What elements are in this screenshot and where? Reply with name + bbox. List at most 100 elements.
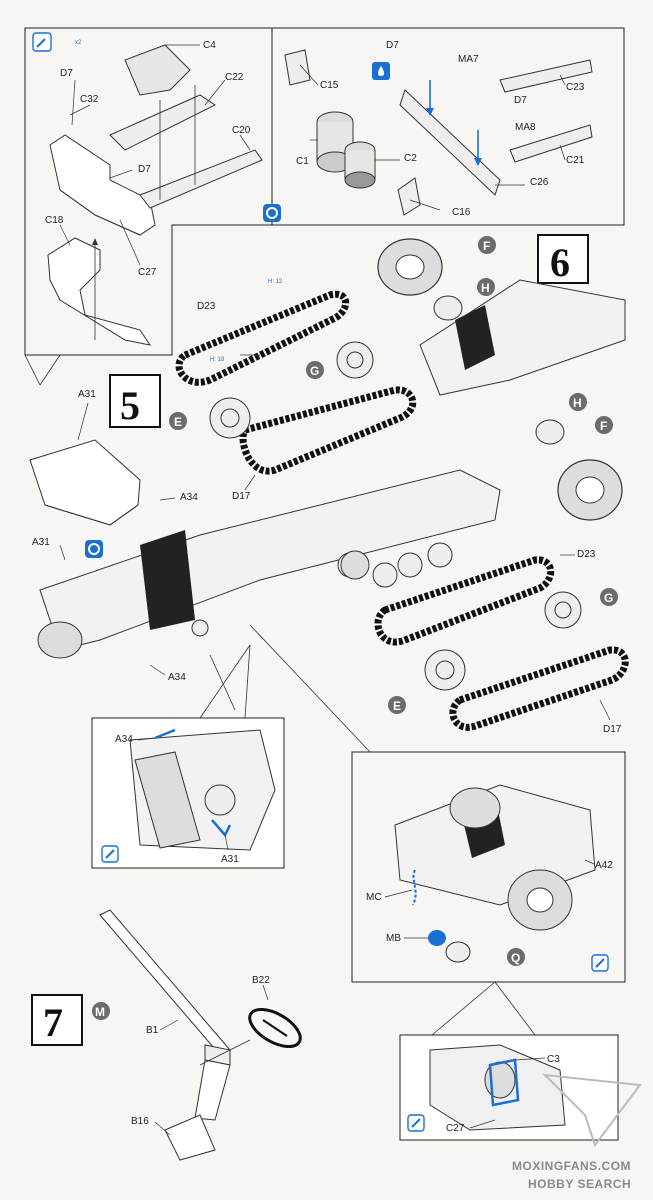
label-b16: B16 <box>131 1116 149 1127</box>
label-mb: MB <box>386 933 401 944</box>
step5-top-right-inset: C15 C1 C2 C16 D7 MA7 D7 MA8 C23 C21 C26 <box>263 27 625 226</box>
label-c27: C27 <box>138 267 157 278</box>
svg-text:E: E <box>174 415 182 429</box>
svg-text:6: 6 <box>550 240 570 285</box>
label-c20: C20 <box>232 125 251 136</box>
label-b1: B1 <box>146 1025 159 1036</box>
step7-number-box: 7 <box>31 994 83 1046</box>
detail-inset-a31-a34: A34 A31 <box>91 644 285 869</box>
badge-g-upper: G <box>306 361 324 379</box>
svg-text:F: F <box>600 419 607 433</box>
label-ma8: MA8 <box>515 122 536 133</box>
label-d23-lower: D23 <box>577 549 596 560</box>
detail-inset-c3: C3 C27 <box>399 1034 619 1141</box>
step6-main: 6 F H H F <box>377 234 626 521</box>
track-d23-upper <box>175 290 350 386</box>
svg-text:E: E <box>393 699 401 713</box>
label-d7-d: D7 <box>514 95 527 106</box>
glue-icon <box>407 1114 425 1132</box>
label-c3: C3 <box>547 1054 560 1065</box>
label-d17-upper: D17 <box>232 491 251 502</box>
mini-tag-h12: H: 12 <box>268 279 283 285</box>
badge-m: M <box>92 1002 110 1020</box>
glue-icon <box>591 954 609 972</box>
badge-h-upper: H <box>477 278 495 296</box>
badge-f-lower: F <box>595 416 613 434</box>
wheel-lower-detail <box>507 869 573 931</box>
hub-h-lower <box>535 419 565 445</box>
wheel-f-lower <box>557 459 623 521</box>
label-c32: C32 <box>80 94 99 105</box>
label-a34-detail: A34 <box>115 734 133 745</box>
sprocket-g-upper <box>336 341 374 379</box>
label-ma7: MA7 <box>458 54 479 65</box>
label-b22: B22 <box>252 975 270 986</box>
label-d17-lower: D17 <box>603 724 622 735</box>
detail-inset-tow-chain: MC MB A42 Q <box>351 751 626 1036</box>
label-a31-lower: A31 <box>32 537 50 548</box>
label-d7-c: D7 <box>386 40 399 51</box>
glue-icon <box>32 32 52 52</box>
label-a31-upper: A31 <box>78 389 96 400</box>
badge-h-lower: H <box>569 393 587 411</box>
paint-icon <box>372 62 390 80</box>
track-d17-lower <box>449 646 629 731</box>
label-c21: C21 <box>566 155 585 166</box>
rotate-icon <box>85 540 103 558</box>
track-d17-upper <box>239 386 417 475</box>
idler-e-lower <box>424 649 466 691</box>
step6-number-box: 6 <box>537 234 589 285</box>
svg-text:M: M <box>95 1005 105 1019</box>
label-d7-a: D7 <box>60 68 73 79</box>
label-a34-upper: A34 <box>180 492 198 503</box>
label-c22: C22 <box>225 72 244 83</box>
hub-lower <box>340 550 370 580</box>
steering-wheel-b22 <box>248 1007 302 1049</box>
watermark: MOXINGFANS.COM HOBBY SEARCH <box>512 1073 642 1191</box>
track-d23-lower <box>374 556 555 646</box>
step5-main: 5 <box>24 279 629 753</box>
svg-text:Q: Q <box>511 951 520 965</box>
sprocket-g-lower <box>544 591 582 629</box>
badge-g-lower: G <box>600 588 618 606</box>
label-d7-b: D7 <box>138 164 151 175</box>
svg-text:G: G <box>604 591 613 605</box>
step7-main: 7 M B22 B1 B16 <box>31 909 302 1161</box>
wheel-upper-detail <box>449 787 501 829</box>
label-c15: C15 <box>320 80 339 91</box>
svg-text:7: 7 <box>43 1000 63 1045</box>
label-mc: MC <box>366 892 382 903</box>
label-c23: C23 <box>566 82 585 93</box>
label-c26: C26 <box>530 177 549 188</box>
mini-tag-h18: H: 18 <box>210 357 225 363</box>
label-d23-upper: D23 <box>197 301 216 312</box>
label-a31-detail: A31 <box>221 854 239 865</box>
step5-number-box: 5 <box>109 374 161 428</box>
svg-text:G: G <box>310 364 319 378</box>
label-a42: A42 <box>595 860 613 871</box>
badge-e-lower: E <box>388 696 406 714</box>
svg-text:H: H <box>481 281 490 295</box>
idler-e-upper <box>209 397 251 439</box>
svg-text:5: 5 <box>120 383 140 428</box>
wheel-f-upper <box>377 238 443 296</box>
label-c16: C16 <box>452 207 471 218</box>
badge-e-upper: E <box>169 412 187 430</box>
label-a34-lower: A34 <box>168 672 186 683</box>
label-c1: C1 <box>296 156 309 167</box>
mini-tag-x2a: x2 <box>75 40 82 46</box>
hub-h-upper <box>433 295 463 321</box>
label-c4: C4 <box>203 40 216 51</box>
label-c2: C2 <box>404 153 417 164</box>
badge-f-upper: F <box>478 236 496 254</box>
badge-q: Q <box>507 948 525 966</box>
svg-text:H: H <box>573 396 582 410</box>
step5-top-left-inset: C4 C22 C20 D7 C32 D7 C18 C27 x2 <box>24 27 273 356</box>
svg-text:F: F <box>483 239 490 253</box>
watermark-brand: HOBBY SEARCH <box>528 1177 631 1191</box>
label-c27-detail: C27 <box>446 1123 465 1134</box>
watermark-site: MOXINGFANS.COM <box>512 1159 631 1173</box>
label-c18: C18 <box>45 215 64 226</box>
rotate-icon <box>263 204 281 222</box>
